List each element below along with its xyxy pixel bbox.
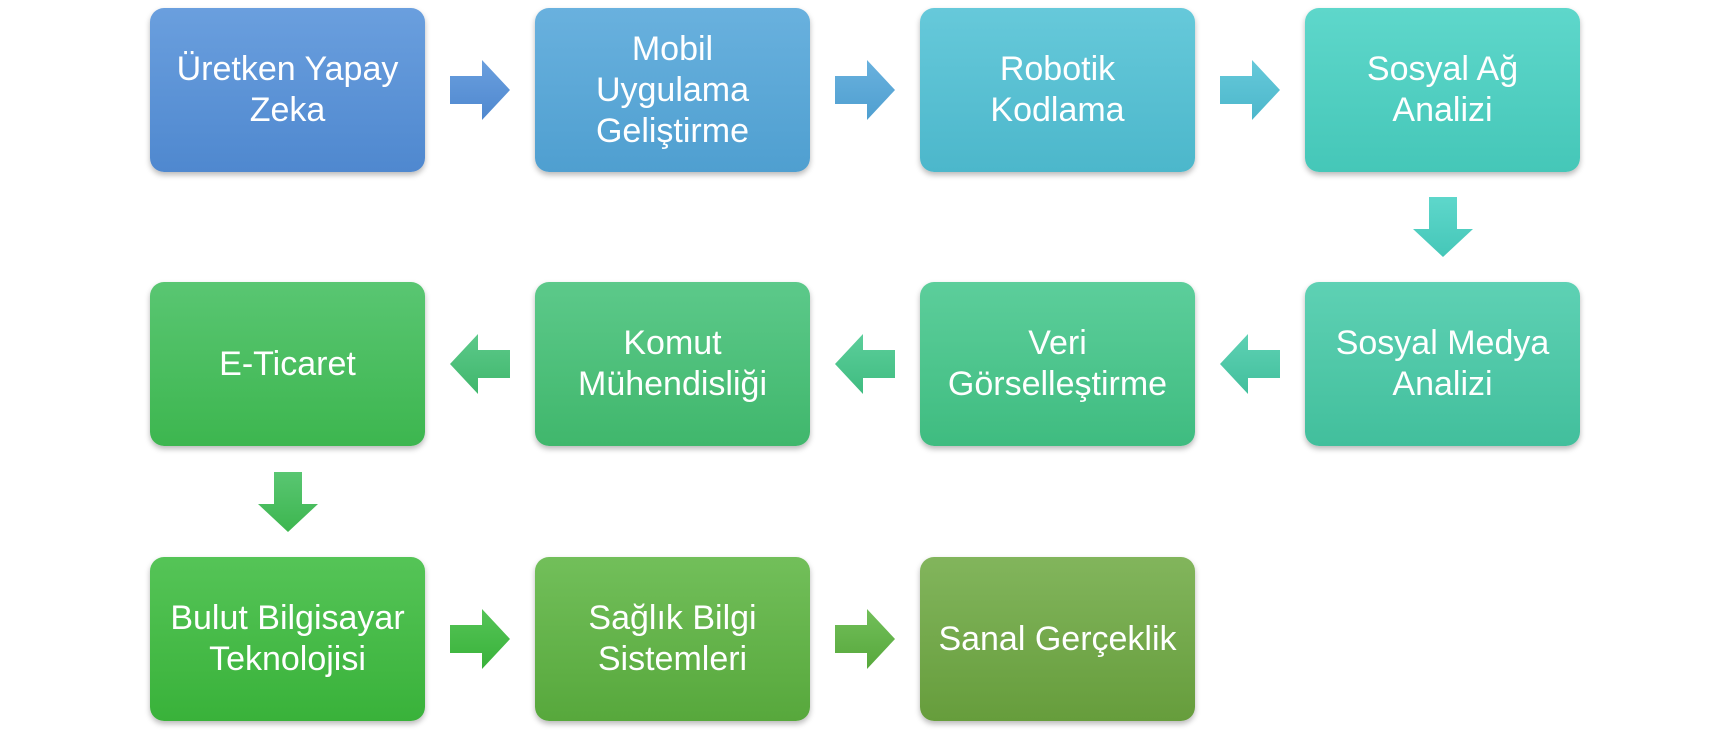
- process-box: Komut Mühendisliği: [535, 282, 810, 446]
- arrow-shape: [450, 609, 510, 669]
- arrow-icon: [257, 471, 318, 532]
- arrow-shape: [450, 60, 510, 120]
- flow-arrow-right: [450, 609, 510, 669]
- arrow-icon: [450, 334, 510, 394]
- flow-arrow-down: [1412, 197, 1473, 257]
- process-box-label: Sanal Gerçeklik: [938, 619, 1177, 658]
- arrow-shape: [1220, 60, 1280, 120]
- process-box: Bulut Bilgisayar Teknolojisi: [150, 557, 425, 721]
- process-box: Üretken Yapay Zeka: [150, 8, 425, 172]
- process-box-label: Komut Mühendisliği: [578, 324, 767, 403]
- process-box: Sağlık Bilgi Sistemleri: [535, 557, 810, 721]
- arrow-icon: [450, 609, 510, 669]
- process-box: Robotik Kodlama: [920, 8, 1195, 172]
- arrow-shape: [1220, 334, 1280, 394]
- arrow-icon: [1220, 334, 1280, 394]
- process-box: Sosyal Ağ Analizi: [1305, 8, 1580, 172]
- arrow-icon: [835, 334, 895, 394]
- process-box-label: Sosyal Ağ Analizi: [1366, 50, 1519, 129]
- process-box-label: Mobil Uygulama Geliştirme: [595, 29, 750, 150]
- arrow-icon: [835, 60, 895, 120]
- process-box: Sosyal Medya Analizi: [1305, 282, 1580, 446]
- arrow-icon: [835, 609, 895, 669]
- flow-arrow-right: [835, 60, 895, 120]
- arrow-shape: [835, 609, 895, 669]
- process-box: Mobil Uygulama Geliştirme: [535, 8, 810, 172]
- process-box-label: Robotik Kodlama: [990, 50, 1125, 129]
- flow-arrow-down: [257, 471, 318, 532]
- arrow-shape: [257, 471, 318, 532]
- flow-arrow-right: [835, 609, 895, 669]
- flow-arrow-left: [1220, 334, 1280, 394]
- arrow-icon: [1220, 60, 1280, 120]
- arrow-shape: [835, 60, 895, 120]
- arrow-icon: [1412, 197, 1473, 257]
- process-box: E-Ticaret: [150, 282, 425, 446]
- process-box-label: Üretken Yapay Zeka: [176, 50, 399, 129]
- process-box-label: E-Ticaret: [219, 344, 356, 383]
- flow-arrow-left: [450, 334, 510, 394]
- process-box-label: Sosyal Medya Analizi: [1335, 324, 1550, 403]
- flow-arrow-left: [835, 334, 895, 394]
- arrow-shape: [450, 334, 510, 394]
- arrow-shape: [835, 334, 895, 394]
- process-box-label: Veri Görselleştirme: [947, 324, 1168, 403]
- flow-arrow-right: [450, 60, 510, 120]
- arrow-shape: [1412, 197, 1473, 257]
- process-box: Veri Görselleştirme: [920, 282, 1195, 446]
- arrow-icon: [450, 60, 510, 120]
- process-box: Sanal Gerçeklik: [920, 557, 1195, 721]
- flow-arrow-right: [1220, 60, 1280, 120]
- process-box-label: Bulut Bilgisayar Teknolojisi: [170, 599, 405, 678]
- process-box-label: Sağlık Bilgi Sistemleri: [588, 599, 757, 678]
